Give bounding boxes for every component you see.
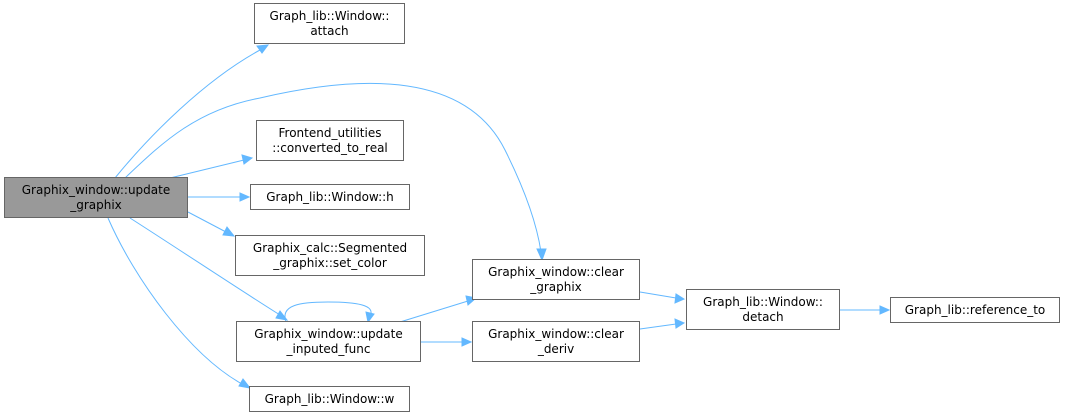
node-window-w[interactable]: Graph_lib::Window::w [249,386,410,412]
node-converted-to-real-line-2: ::converted_to_real [272,140,388,155]
node-window-w-label: Graph_lib::Window::w [264,391,395,406]
node-reference-to[interactable]: Graph_lib::reference_to [890,297,1060,323]
node-update-graphix-line-1: Graphix_window::update [21,182,171,197]
edge-clear-deriv-to-detach [639,323,677,330]
edge-root-to-w [107,217,243,385]
edge-root-to-converted [169,159,245,179]
node-window-attach[interactable]: Graph_lib::Window:: attach [254,3,405,44]
arrowhead-clear-graphix-top [536,248,547,262]
node-window-attach-line-1: Graph_lib::Window:: [269,8,390,23]
arrowhead-h [239,192,251,202]
node-clear-deriv-line-2: _deriv [537,341,575,356]
node-clear-graphix[interactable]: Graphix_window::clear _graphix [472,259,640,300]
arrowhead-w [238,378,252,389]
arrowhead-converted [241,154,254,165]
edge-root-to-clear-graphix [124,82,542,253]
node-window-attach-line-2: attach [310,23,349,38]
edge-update-inputed-to-clear-graphix [399,300,469,323]
node-clear-graphix-line-1: Graphix_window::clear [488,264,624,279]
node-window-h-label: Graph_lib::Window::h [266,189,394,204]
node-window-detach-line-1: Graph_lib::Window:: [703,294,823,309]
node-update-inputed-func-line-2: _inputed_func [286,341,371,356]
node-reference-to-label: Graph_lib::reference_to [904,302,1046,317]
node-converted-to-real-line-1: Frontend_utilities [278,125,382,140]
edge-root-to-update-inputed [129,217,281,316]
arrowhead-update-inputed [275,310,289,321]
edge-root-to-attach [114,49,261,179]
arrowhead-clear-deriv [461,337,473,347]
edge-clear-graphix-to-detach [639,291,677,299]
node-set-color-line-1: Graphix_calc::Segmented [252,240,408,255]
node-update-graphix: Graphix_window::update _graphix [4,177,188,218]
node-clear-deriv[interactable]: Graphix_window::clear _deriv [472,321,640,362]
arrowhead-set-color [222,226,236,237]
arrowhead-detach-from-graphix [674,293,686,304]
node-set-color[interactable]: Graphix_calc::Segmented _graphix::set_co… [235,235,425,276]
edge-update-inputed-self-loop [284,301,372,323]
arrowhead-reference-to [879,305,891,315]
node-window-detach-line-2: detach [742,309,784,324]
arrowhead-self-loop [365,311,375,324]
node-update-graphix-line-2: _graphix [70,197,122,212]
arrowhead-attach [256,44,270,54]
arrowhead-detach-from-deriv [674,318,686,329]
node-update-inputed-func[interactable]: Graphix_window::update _inputed_func [236,321,421,362]
node-update-inputed-func-line-1: Graphix_window::update [254,326,403,341]
node-clear-deriv-line-1: Graphix_window::clear [488,326,624,341]
node-set-color-line-2: _graphix::set_color [273,255,387,270]
node-window-detach[interactable]: Graph_lib::Window:: detach [686,289,840,330]
node-window-h[interactable]: Graph_lib::Window::h [250,184,410,210]
node-clear-graphix-line-2: _graphix [530,279,582,294]
edge-root-to-set-color [187,211,227,233]
node-converted-to-real[interactable]: Frontend_utilities ::converted_to_real [256,120,404,161]
